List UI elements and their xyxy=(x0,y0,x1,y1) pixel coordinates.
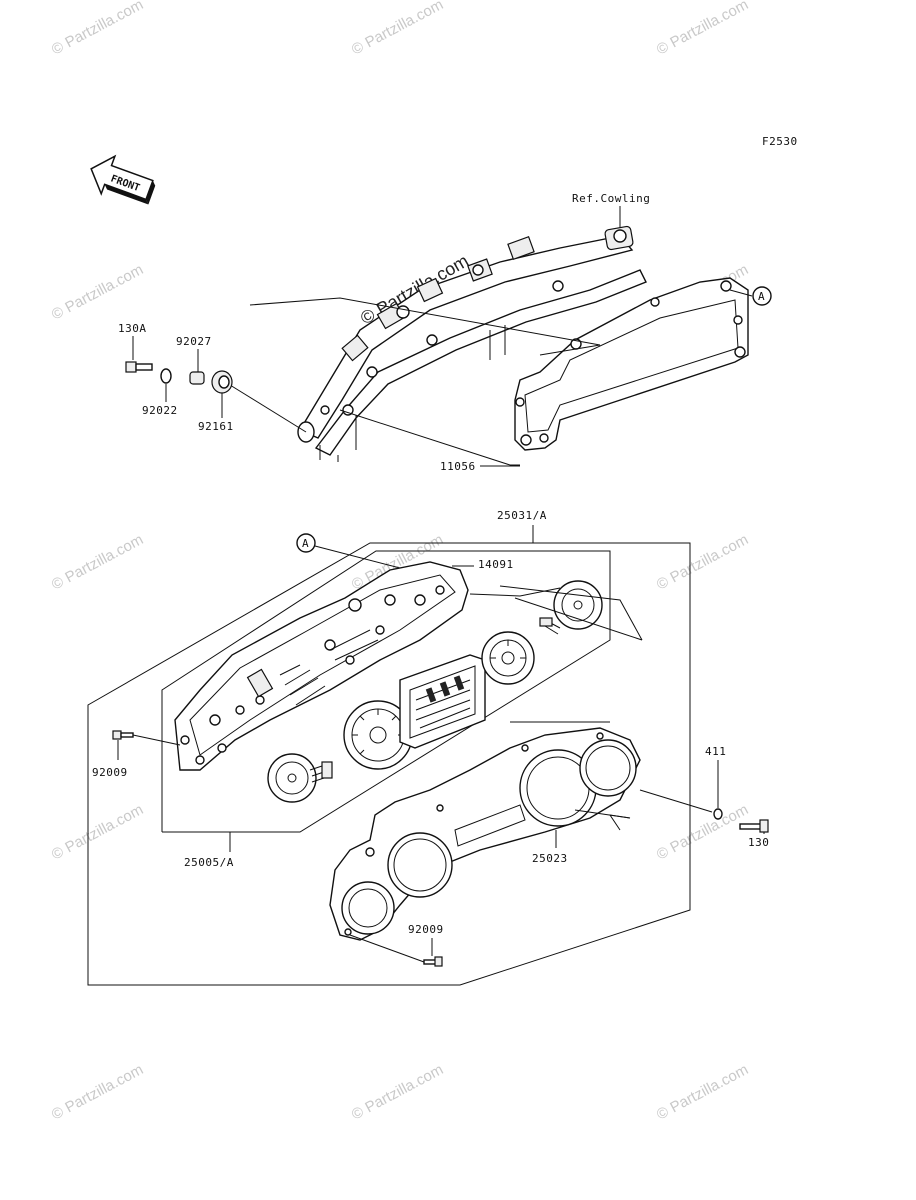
callout-a-bottom xyxy=(296,533,316,553)
watermark: © Partzilla.com xyxy=(49,801,146,863)
part-label-130A: 130A xyxy=(118,322,147,335)
washer-411 xyxy=(713,808,723,820)
bolt-130 xyxy=(739,819,769,833)
sub-gauge-left xyxy=(267,753,333,803)
watermark: © Partzilla.com xyxy=(49,0,146,59)
part-label-92161: 92161 xyxy=(198,420,234,433)
watermark: © Partzilla.com xyxy=(654,801,751,863)
meter-stay-frame xyxy=(297,225,647,462)
watermark: © Partzilla.com xyxy=(349,0,446,59)
part-label-130: 130 xyxy=(748,836,769,849)
washer-92022 xyxy=(160,368,172,384)
part-label-25023: 25023 xyxy=(532,852,568,865)
part-label-14091: 14091 xyxy=(478,558,514,571)
meter-face-panel xyxy=(343,631,535,770)
front-arrow-icon: FRONT xyxy=(90,154,156,205)
callout-a-top xyxy=(752,286,772,306)
watermark: © Partzilla.com xyxy=(654,531,751,593)
part-label-25031A: 25031/A xyxy=(497,509,547,522)
bolt-130A xyxy=(125,361,153,373)
meter-case xyxy=(174,561,469,771)
sub-gauge-right xyxy=(539,580,603,635)
callout-a-top-label: A xyxy=(758,290,765,303)
screw-92009-bottom xyxy=(423,956,443,967)
assembly-outline-25005A xyxy=(161,550,611,833)
ref-cowling-label: Ref.Cowling xyxy=(572,192,650,205)
watermark: © Partzilla.com xyxy=(49,1061,146,1123)
leader-line xyxy=(729,289,753,297)
watermark: © Partzilla.com xyxy=(654,0,751,59)
watermark-layer: © Partzilla.com © Partzilla.com © Partzi… xyxy=(49,0,751,1124)
figure-code: F2530 xyxy=(762,135,798,148)
part-label-92027: 92027 xyxy=(176,335,212,348)
callout-a-bottom-label: A xyxy=(302,537,309,550)
watermark: © Partzilla.com xyxy=(349,1061,446,1123)
part-label-11056: 11056 xyxy=(440,460,476,473)
grommet-92161 xyxy=(211,370,233,394)
watermark: © Partzilla.com xyxy=(49,261,146,323)
assembly-outline-25031A xyxy=(87,525,691,986)
part-label-92022: 92022 xyxy=(142,404,178,417)
screw-92009-left xyxy=(112,730,134,740)
part-label-411: 411 xyxy=(705,745,726,758)
watermark: © Partzilla.com xyxy=(49,531,146,593)
part-label-92009-left: 92009 xyxy=(92,766,128,779)
part-label-25005A: 25005/A xyxy=(184,856,234,869)
collar-92027 xyxy=(189,371,205,385)
meter-cover-bezel xyxy=(329,727,641,941)
part-label-92009-bottom: 92009 xyxy=(408,923,444,936)
watermark: © Partzilla.com xyxy=(654,1061,751,1123)
